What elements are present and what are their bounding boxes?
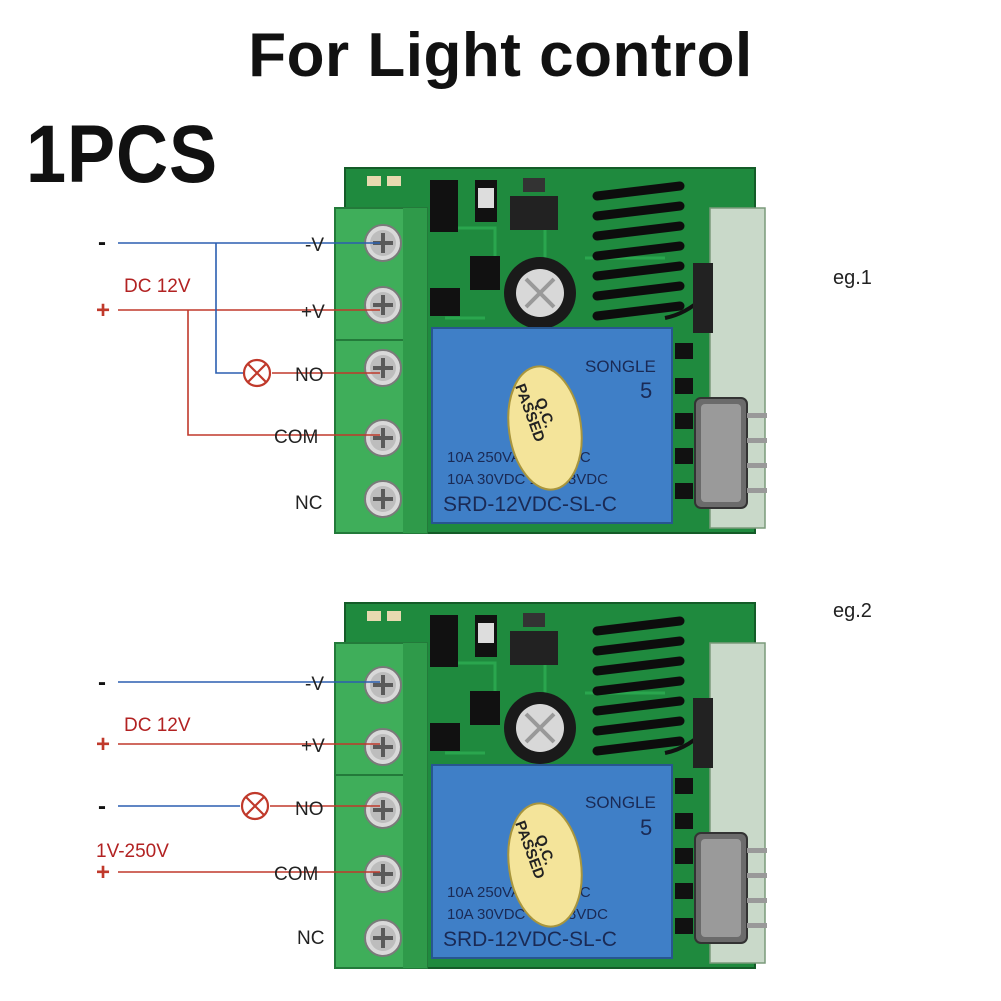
- terminal-screw: [363, 854, 403, 894]
- terminal-label: -V: [305, 235, 324, 256]
- example-2-wiring: - + - + DC 12V 1V-250V -V +V NO COM NC: [96, 669, 380, 949]
- load-negative-sign: -: [98, 793, 106, 820]
- terminal-label: +V: [301, 736, 325, 757]
- quantity-label: 1PCS: [26, 109, 219, 200]
- qc-sticker-1: [507, 365, 583, 491]
- example-1-diagram: SONGLE 5 10A 250VAC 125VAC 10A 30VDC 10A…: [335, 168, 767, 533]
- negative-to-lamp-wire: [215, 243, 243, 374]
- example-1-wiring: - + DC 12V -V +V NO COM NC: [96, 229, 380, 514]
- negative-sign: -: [98, 669, 106, 696]
- terminal-screw: [363, 790, 403, 830]
- positive-sign: +: [96, 297, 110, 324]
- relay-model: SRD-12VDC-SL-C: [443, 493, 617, 516]
- load-positive-sign: +: [96, 859, 110, 886]
- terminal-label: +V: [301, 302, 325, 323]
- relay-model: SRD-12VDC-SL-C: [443, 928, 617, 951]
- load-supply-label: 1V-250V: [96, 841, 169, 862]
- example-1-label: eg.1: [833, 267, 872, 289]
- terminal-label: NC: [297, 928, 324, 949]
- terminal-screw: [363, 348, 403, 388]
- terminal-label: COM: [274, 427, 318, 448]
- lamp-icon: [242, 358, 272, 388]
- terminal-screw: [363, 418, 403, 458]
- example-2-diagram: SONGLE 5 10A 250VAC 125VAC 10A 30VDC 10A…: [335, 603, 767, 968]
- terminal-label: NO: [295, 365, 324, 386]
- terminal-screw: [363, 479, 403, 519]
- terminal-screw: [363, 918, 403, 958]
- supply-label: DC 12V: [124, 276, 191, 297]
- terminal-screw: [363, 727, 403, 767]
- terminal-screw: [363, 665, 403, 705]
- positive-to-com-wire: [187, 310, 380, 436]
- relay-brand: SONGLE: [585, 357, 656, 376]
- terminal-label: -V: [305, 674, 324, 695]
- page-title: For Light control: [248, 21, 753, 90]
- terminal-label: COM: [274, 864, 318, 885]
- relay-pin-number: 5: [640, 815, 652, 840]
- terminal-screw: [363, 285, 403, 325]
- terminal-label: NC: [295, 493, 322, 514]
- relay-brand: SONGLE: [585, 793, 656, 812]
- positive-sign: +: [96, 731, 110, 758]
- lamp-icon: [240, 791, 270, 821]
- example-2-label: eg.2: [833, 600, 872, 622]
- negative-sign: -: [98, 229, 106, 256]
- qc-sticker-2: [507, 802, 583, 928]
- relay-pin-number: 5: [640, 378, 652, 403]
- supply-label: DC 12V: [124, 715, 191, 736]
- terminal-label: NO: [295, 799, 324, 820]
